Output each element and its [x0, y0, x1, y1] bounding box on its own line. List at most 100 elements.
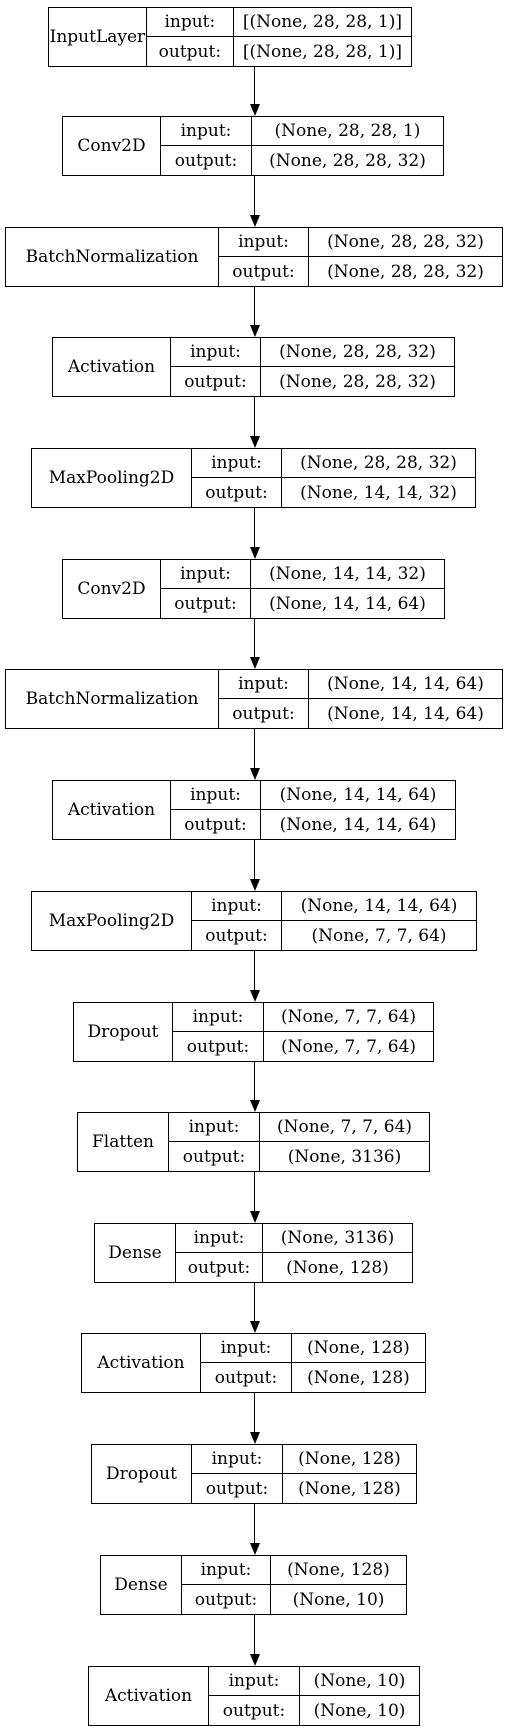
output-shape: (None, 14, 14, 32) — [300, 482, 457, 503]
input-label: input: — [176, 1224, 263, 1253]
input-label: input: — [192, 892, 282, 921]
input-shape: (None, 14, 14, 64) — [261, 781, 455, 810]
edge-line — [254, 508, 255, 547]
output-shape: (None, 28, 28, 32) — [279, 371, 436, 392]
output-label: output: — [173, 1032, 264, 1061]
input-shape: (None, 14, 14, 32) — [251, 560, 444, 589]
layer-name: InputLayer — [49, 8, 147, 66]
arrowhead-icon — [250, 104, 260, 116]
output-shape: (None, 14, 14, 64) — [327, 703, 484, 724]
edge-line — [254, 1283, 255, 1321]
arrowhead-icon — [250, 436, 260, 448]
edge-line — [254, 1062, 255, 1100]
input-shape: (None, 128) — [283, 1445, 416, 1474]
edge-line — [254, 1172, 255, 1211]
input-shape: (None, 7, 7, 64) — [260, 1113, 429, 1142]
arrowhead-icon — [250, 547, 260, 559]
output-label: output: — [161, 589, 251, 618]
output-label: output: — [209, 1696, 300, 1725]
input-label: input: — [146, 8, 234, 37]
edge-line — [254, 729, 255, 768]
output-label: output: — [147, 37, 234, 66]
input-label: input: — [219, 670, 309, 699]
arrowhead-icon — [250, 768, 260, 780]
output-label: output: — [161, 146, 252, 175]
input-shape: (None, 14, 14, 64) — [282, 892, 476, 921]
output-label: output: — [176, 1253, 263, 1282]
layer-name: Activation — [53, 781, 171, 839]
input-label: input: — [171, 338, 261, 367]
input-label: input: — [161, 117, 252, 146]
input-shape: (None, 28, 28, 32) — [309, 228, 502, 257]
output-shape: (None, 28, 28, 32) — [269, 150, 426, 171]
output-label: output: — [192, 478, 282, 507]
layer-name: MaxPooling2D — [32, 449, 192, 507]
edge-line — [254, 67, 255, 104]
layer-name: Dense — [95, 1224, 176, 1282]
output-label: output: — [219, 257, 309, 286]
input-shape: (None, 7, 7, 64) — [264, 1003, 433, 1032]
output-shape: (None, 128) — [307, 1367, 410, 1388]
input-label: input: — [219, 228, 309, 257]
output-label: output: — [171, 367, 261, 396]
edge-line — [254, 287, 255, 325]
layer-name: Activation — [53, 338, 171, 396]
layer-name: Dropout — [74, 1003, 173, 1061]
input-shape: (None, 3136) — [263, 1224, 412, 1253]
input-shape: (None, 10) — [300, 1667, 419, 1696]
input-shape: (None, 128) — [271, 1556, 406, 1585]
output-shape: (None, 128) — [298, 1478, 401, 1499]
arrowhead-icon — [250, 1654, 260, 1666]
input-label: input: — [201, 1334, 292, 1363]
arrowhead-icon — [250, 1100, 260, 1112]
arrowhead-icon — [250, 990, 260, 1002]
layer-name: Activation — [82, 1334, 201, 1392]
output-label: output: — [192, 921, 282, 950]
output-shape: (None, 10) — [313, 1700, 406, 1721]
input-label: input: — [161, 560, 251, 589]
output-label: output: — [201, 1363, 292, 1392]
edge-line — [254, 1504, 255, 1543]
arrowhead-icon — [250, 879, 260, 891]
output-label: output: — [192, 1474, 283, 1503]
output-label: output: — [169, 1142, 260, 1171]
edge-line — [254, 951, 255, 990]
input-shape: [(None, 28, 28, 1)] — [233, 8, 411, 37]
output-shape: (None, 14, 14, 64) — [279, 814, 437, 835]
output-shape: (None, 7, 7, 64) — [280, 1036, 417, 1057]
input-label: input: — [171, 781, 261, 810]
output-shape: [(None, 28, 28, 1)] — [242, 41, 402, 62]
input-label: input: — [209, 1667, 300, 1696]
output-shape: (None, 10) — [292, 1589, 385, 1610]
layer-name: BatchNormalization — [6, 228, 219, 286]
arrowhead-icon — [250, 1543, 260, 1555]
output-label: output: — [182, 1585, 271, 1614]
layer-name: Dense — [101, 1556, 182, 1614]
layer-name: Dropout — [92, 1445, 192, 1503]
output-label: output: — [219, 699, 309, 728]
layer-name: Conv2D — [63, 560, 161, 618]
input-shape: (None, 28, 28, 32) — [261, 338, 454, 367]
output-shape: (None, 128) — [286, 1257, 389, 1278]
arrowhead-icon — [250, 1321, 260, 1333]
edge-line — [254, 397, 255, 436]
output-shape: (None, 3136) — [287, 1146, 402, 1167]
edge-line — [254, 840, 255, 879]
output-label: output: — [171, 810, 261, 839]
arrowhead-icon — [250, 1211, 260, 1223]
input-shape: (None, 14, 14, 64) — [309, 670, 502, 699]
